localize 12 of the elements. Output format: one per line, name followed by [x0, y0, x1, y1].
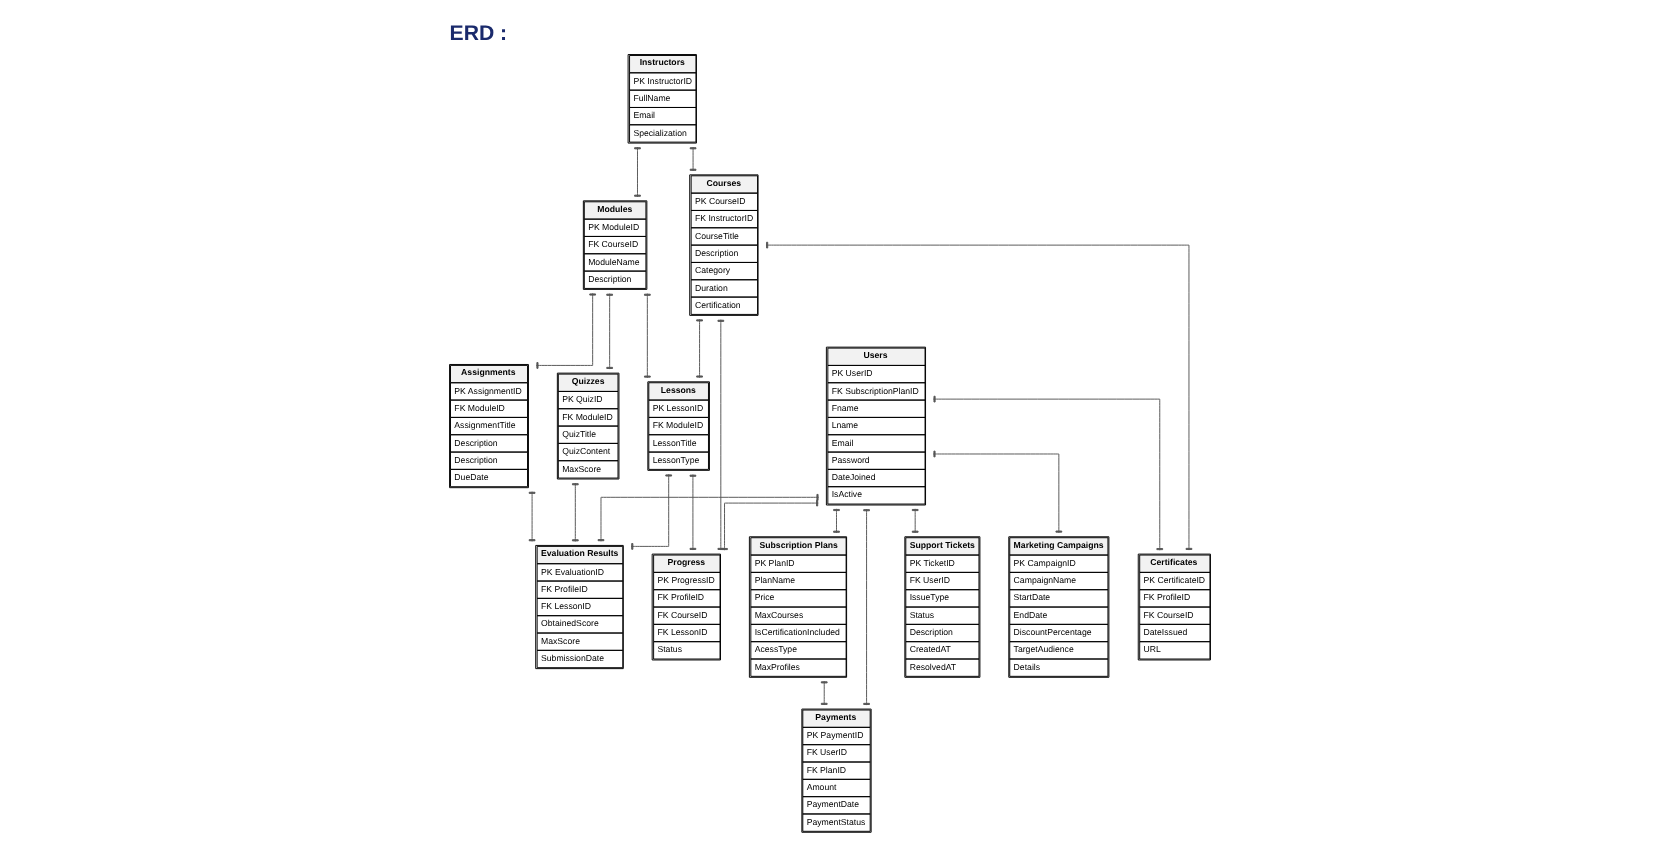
- connector: [630, 473, 673, 550]
- connector: [932, 450, 1063, 534]
- connector: [634, 146, 641, 198]
- connector: [696, 318, 703, 379]
- connector: [863, 508, 870, 706]
- connector: [833, 508, 840, 534]
- connector: [932, 395, 1164, 551]
- diagram-title: ERD :: [449, 21, 508, 46]
- connector: [535, 292, 596, 369]
- connector: [717, 319, 725, 551]
- connector: [911, 508, 919, 534]
- connector: [820, 680, 828, 706]
